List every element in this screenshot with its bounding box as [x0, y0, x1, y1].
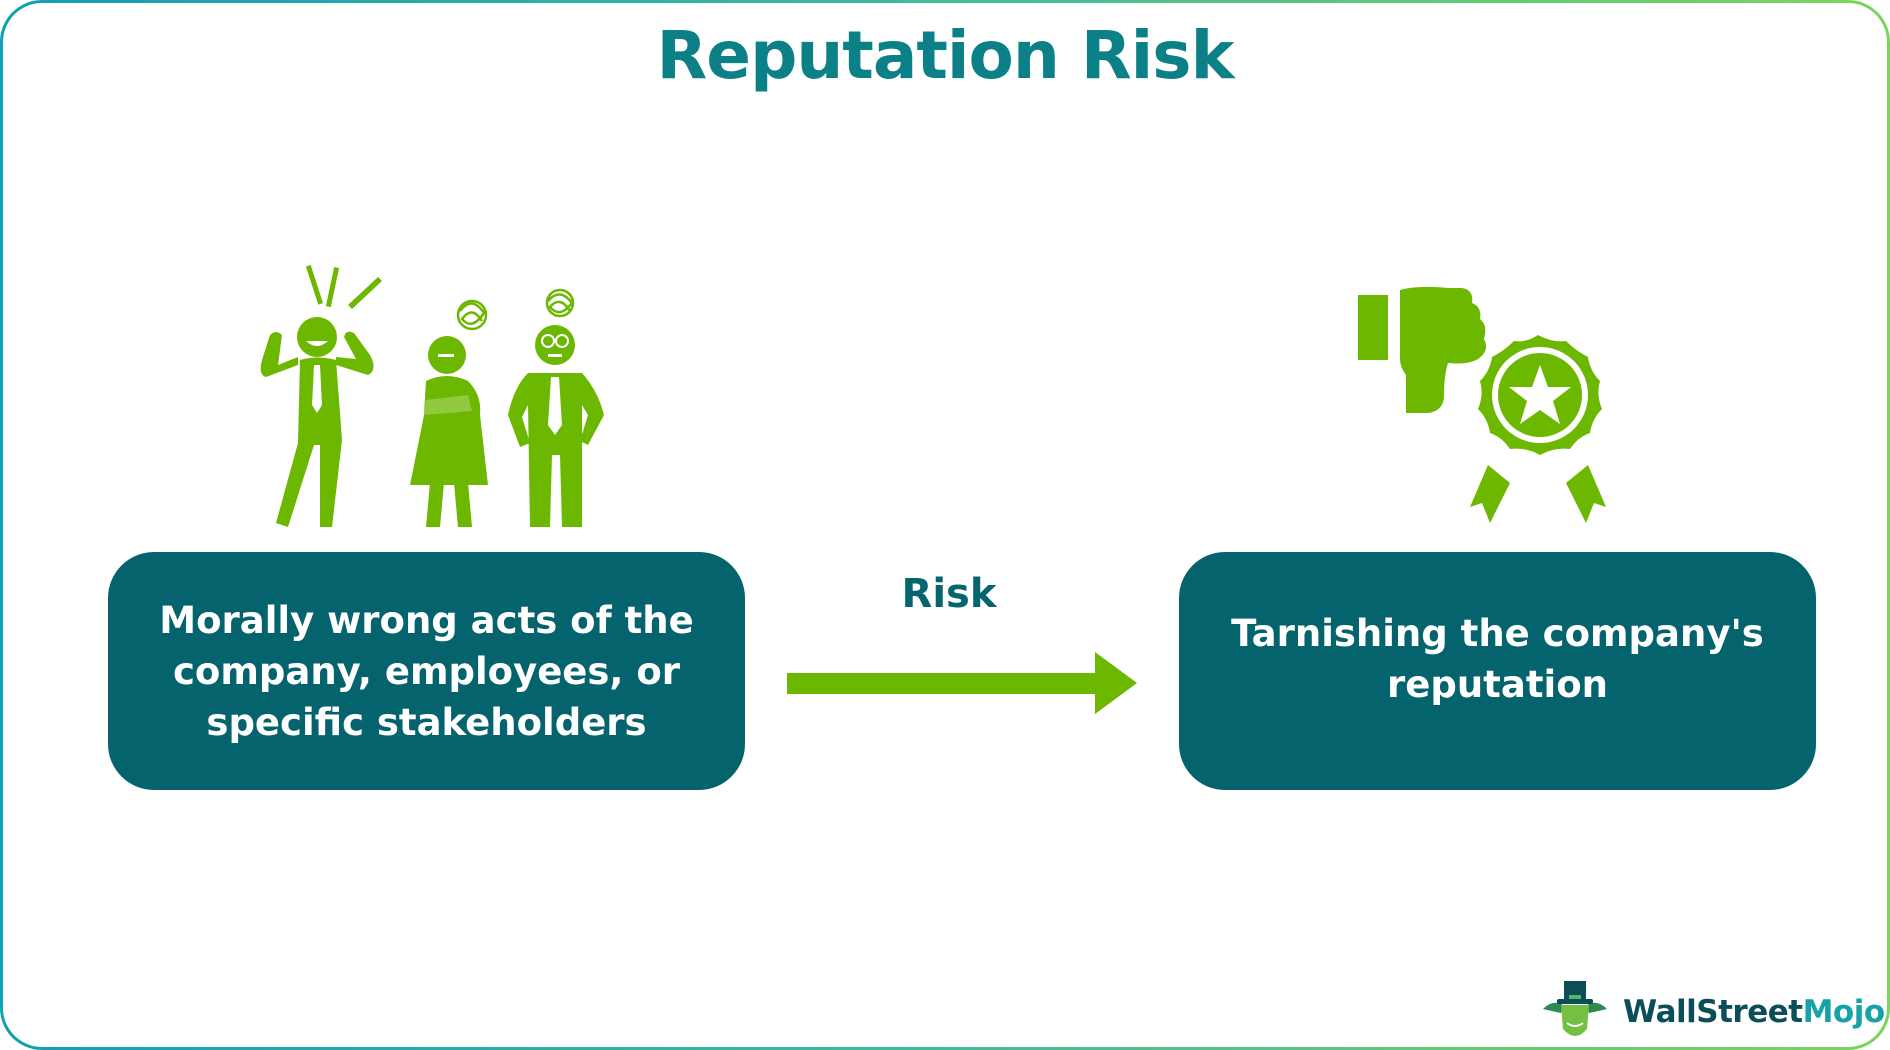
effect-text: Tarnishing the company's reputation	[1231, 612, 1764, 706]
thumbs-down-badge-icon	[1358, 286, 1606, 523]
cause-box: Morally wrong acts of the company, emplo…	[108, 552, 745, 790]
risk-label: Risk	[901, 571, 997, 617]
right-arrow-icon	[787, 652, 1137, 714]
effect-box: Tarnishing the company's reputation	[1179, 552, 1816, 790]
angry-people-icon	[260, 265, 604, 527]
canvas: Reputation Risk	[3, 3, 1887, 1047]
logo-text-part1: WallStreet	[1623, 994, 1803, 1030]
brand-logo: WallStreetMojo	[1539, 977, 1885, 1047]
logo-text: WallStreetMojo	[1623, 994, 1885, 1030]
cause-text: Morally wrong acts of the company, emplo…	[159, 598, 694, 744]
logo-text-part2: Mojo	[1802, 994, 1886, 1030]
page-title: Reputation Risk	[656, 17, 1234, 94]
bull-mascot-icon	[1543, 981, 1607, 1036]
